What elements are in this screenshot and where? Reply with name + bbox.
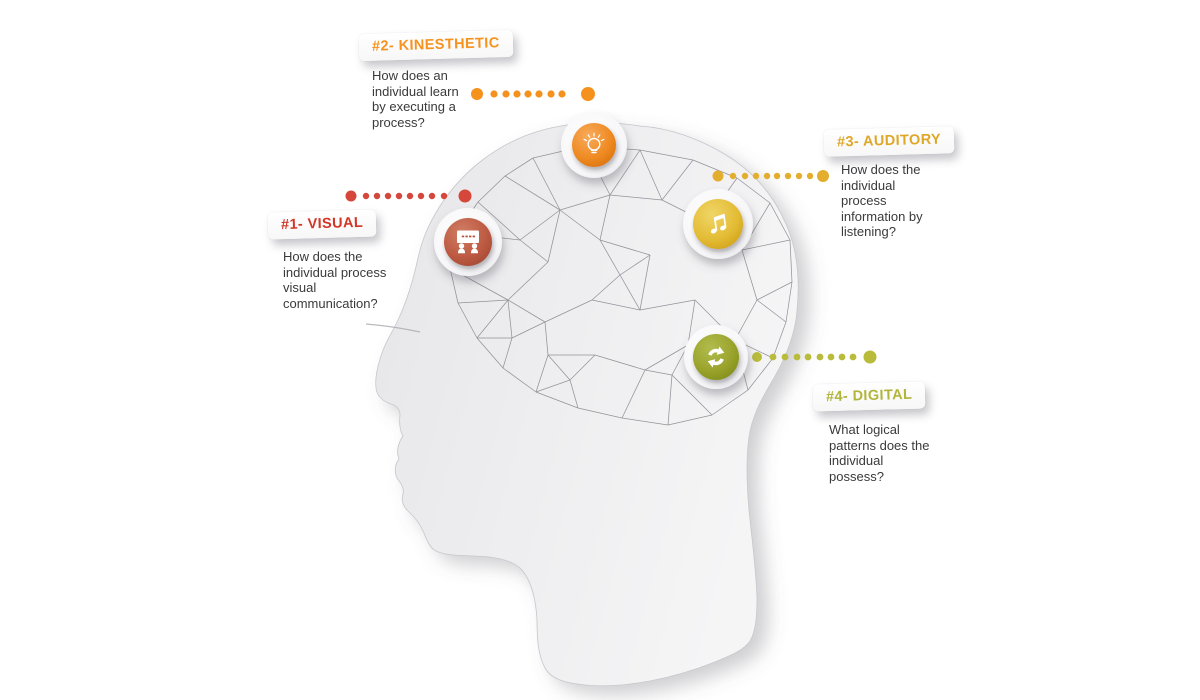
auditory-badge xyxy=(683,189,753,259)
callout-kinesthetic: #2- KINESTHETIC How does an individual l… xyxy=(358,29,514,130)
digital-badge xyxy=(684,325,748,389)
music-note-icon xyxy=(710,213,727,234)
lightbulb-icon xyxy=(583,132,605,154)
visual-question: How does the individual process visual c… xyxy=(283,249,387,311)
callout-digital: #4- DIGITAL What logical patterns does t… xyxy=(812,381,929,484)
dotted-connectors xyxy=(345,87,877,364)
sync-arrows-icon xyxy=(707,346,725,368)
digital-tag-label: #4- DIGITAL xyxy=(812,381,926,412)
digital-question: What logical patterns does the individua… xyxy=(829,422,930,484)
auditory-tag-label: #3- AUDITORY xyxy=(823,126,955,157)
kinesthetic-tag-label: #2- KINESTHETIC xyxy=(358,29,514,62)
visual-badge xyxy=(434,208,502,276)
presentation-audience-icon xyxy=(457,230,479,254)
callout-auditory: #3- AUDITORY How does the individual pro… xyxy=(823,126,955,239)
callout-visual: #1- VISUAL How does the individual proce… xyxy=(267,209,386,311)
eyebrow-line xyxy=(365,323,421,333)
visual-tag-label: #1- VISUAL xyxy=(267,209,377,240)
kinesthetic-question: How does an individual learn by executin… xyxy=(372,68,459,130)
auditory-question: How does the individual process informat… xyxy=(841,162,923,240)
kinesthetic-badge xyxy=(561,112,627,178)
